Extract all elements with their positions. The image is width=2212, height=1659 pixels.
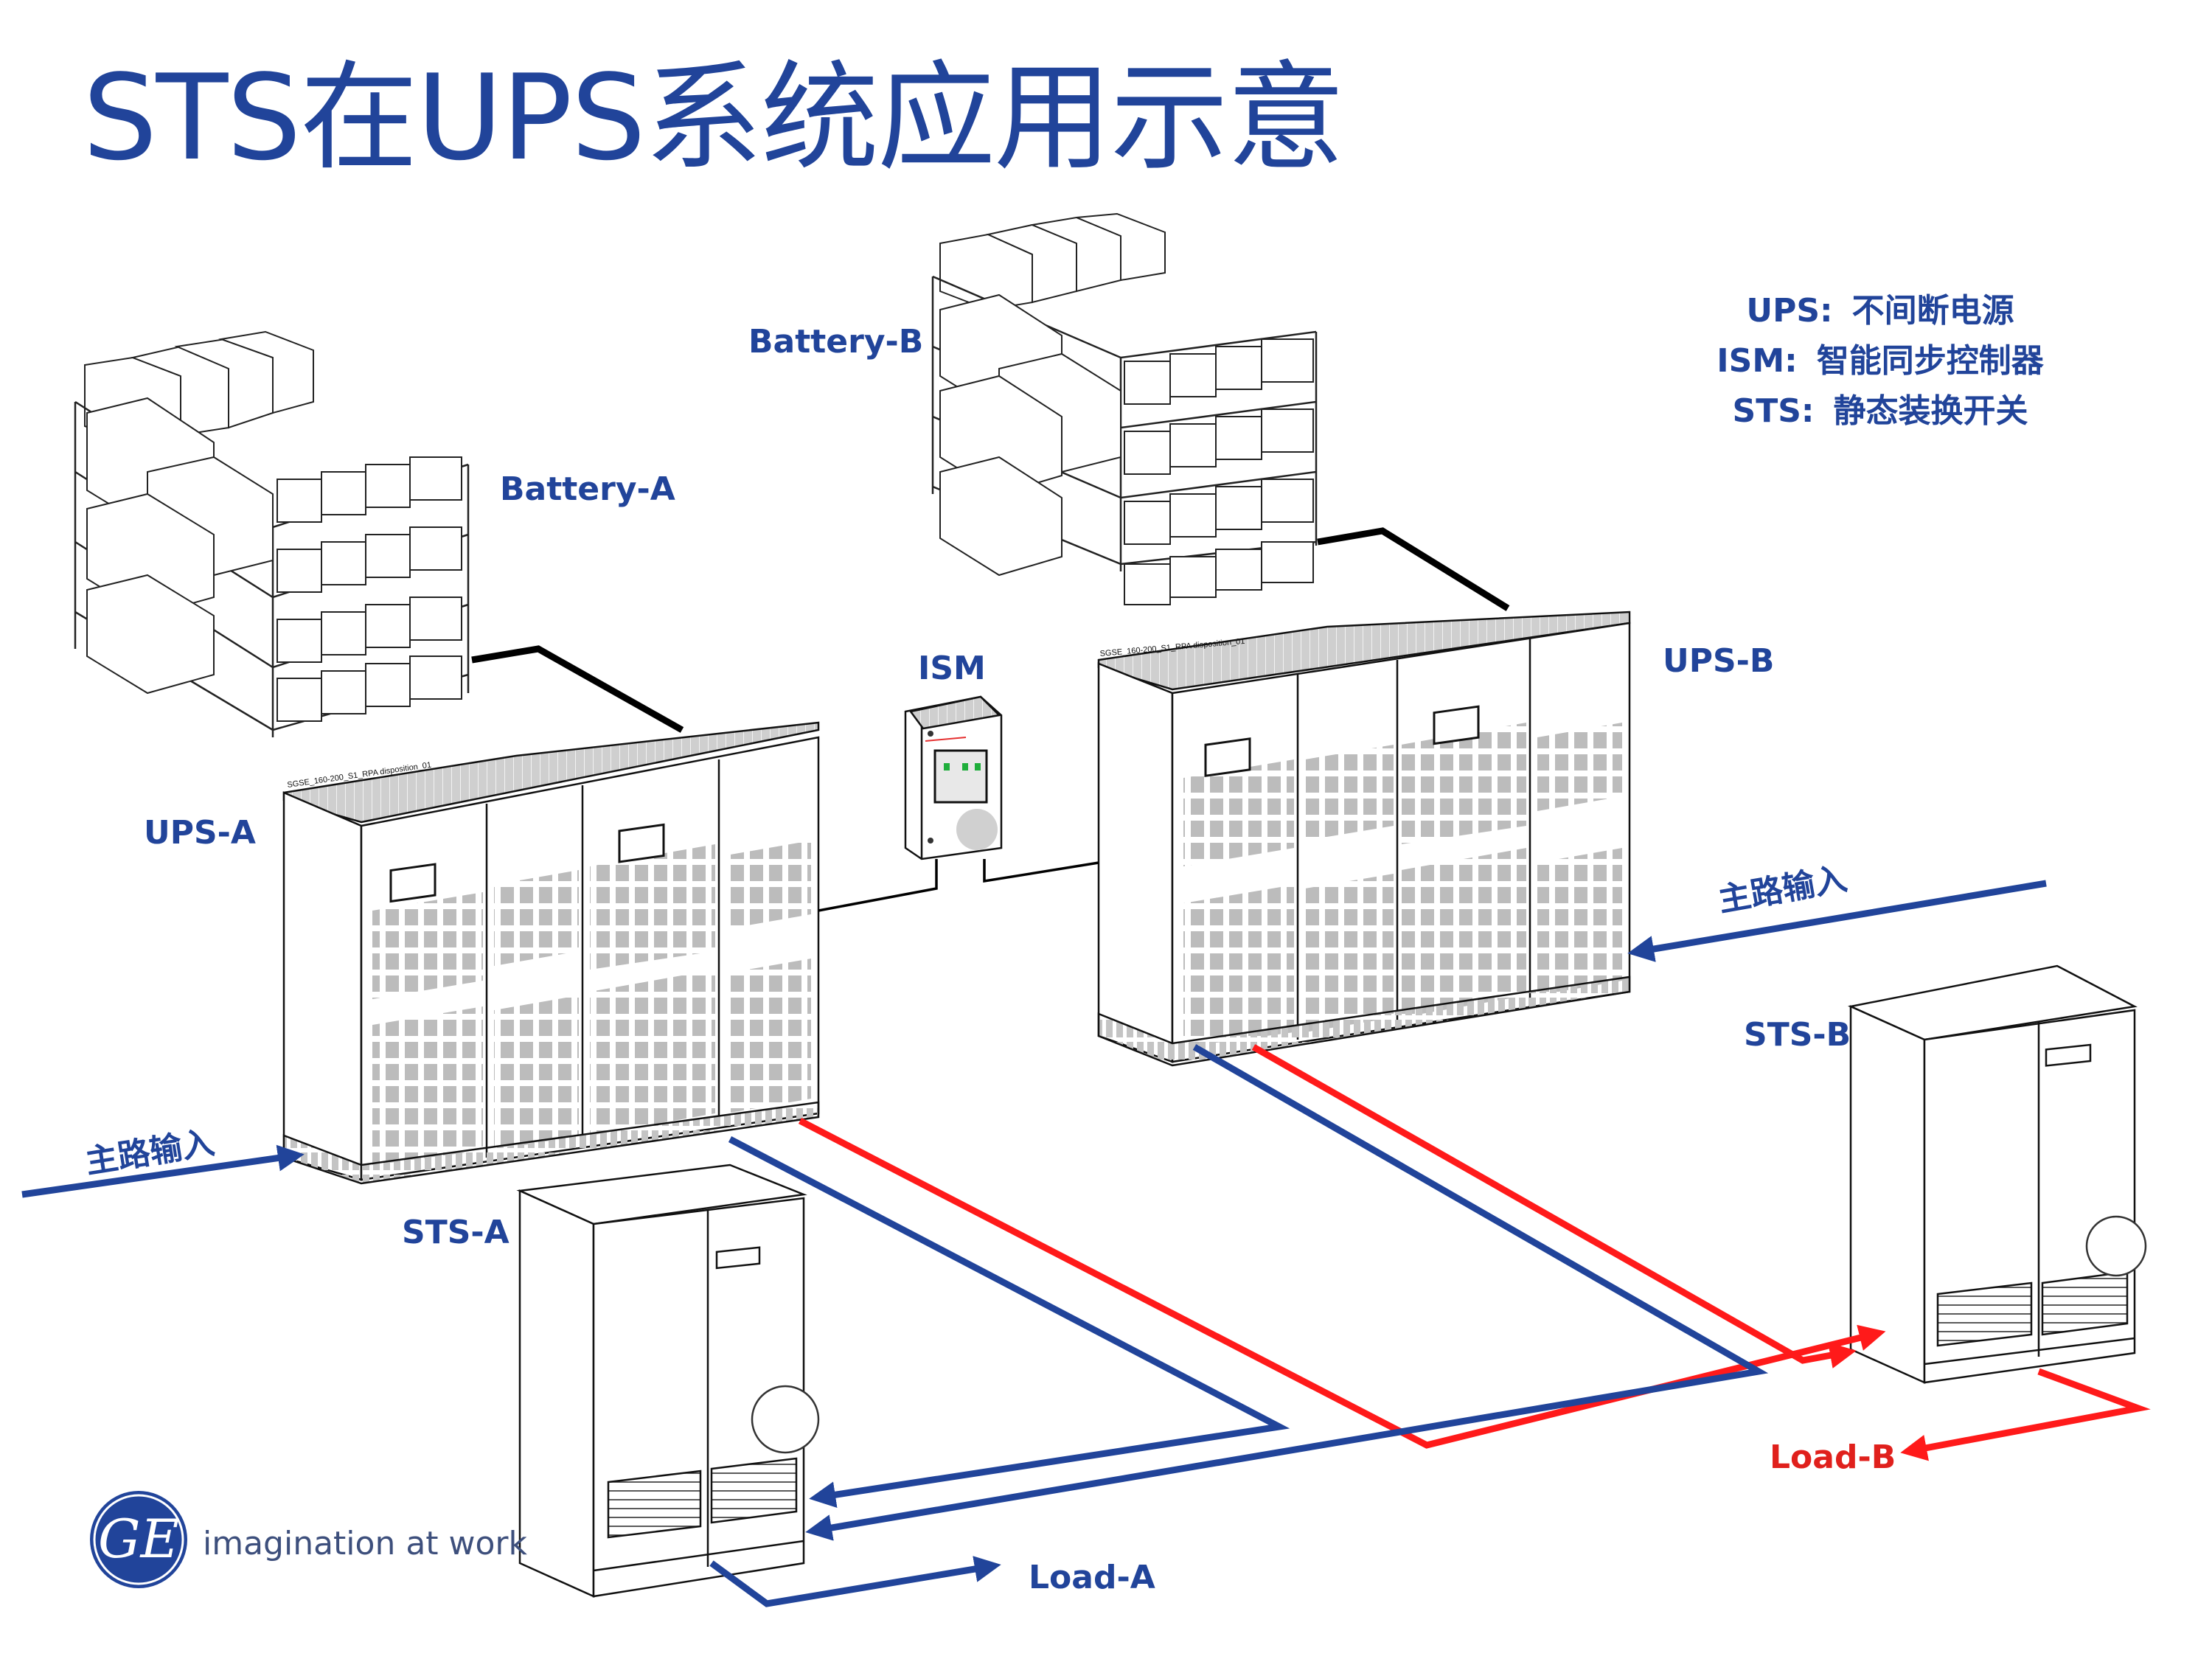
legend-meaning: 静态装换开关 — [1833, 392, 2028, 430]
mains-input-b-arrow — [1627, 880, 2047, 962]
battery-rack-a-front — [86, 397, 462, 722]
svg-text:GE: GE — [98, 1508, 179, 1570]
ism-label: ISM — [918, 650, 986, 687]
ups-b-label: UPS-B — [1663, 642, 1775, 680]
battery-a-cable — [471, 645, 684, 733]
ge-monogram-icon: GE — [90, 1491, 187, 1588]
sts-b-ge-emblem — [2085, 1215, 2147, 1277]
legend-meaning: 智能同步控制器 — [1816, 342, 2044, 380]
sts-b-to-load-b-path — [1900, 1368, 2151, 1461]
battery-rack-b-back — [939, 212, 1166, 311]
sts-a-cabinet — [516, 1164, 820, 1598]
abbreviation-legend: UPS: 不间断电源 ISM: 智能同步控制器 STS: 静态装换开关 — [1688, 284, 2072, 434]
battery-a-label: Battery-A — [500, 470, 675, 508]
legend-abbr: ISM: — [1717, 342, 1798, 380]
ism-cable-to-ups-b — [983, 859, 1099, 883]
battery-b-label: Battery-B — [748, 323, 924, 361]
ups-b-to-sts-b-path — [1251, 1044, 1857, 1368]
battery-b-cable — [1317, 527, 1510, 611]
legend-meaning: 不间断电源 — [1851, 292, 2014, 330]
legend-row-ism: ISM: 智能同步控制器 — [1688, 334, 2072, 384]
sts-b-label: STS-B — [1744, 1016, 1851, 1054]
sts-a-label: STS-A — [402, 1214, 509, 1251]
legend-row-sts: STS: 静态装换开关 — [1688, 384, 2072, 434]
sts-b-cabinet — [1847, 964, 2147, 1384]
sts-a-to-load-a-path — [709, 1556, 1001, 1607]
brand-tagline: imagination at work — [203, 1525, 527, 1562]
sts-a-ge-emblem — [751, 1385, 820, 1454]
battery-rack-b — [931, 212, 1318, 605]
ups-a-label: UPS-A — [144, 814, 256, 852]
ism-device — [904, 695, 1003, 860]
ups-b-cabinet: SGSE_160-200_S1_RPA disposition_01 — [1097, 611, 1631, 1067]
ups-a-to-sts-b-path — [798, 1118, 1886, 1449]
load-b-label: Load-B — [1770, 1439, 1896, 1476]
legend-row-ups: UPS: 不间断电源 — [1688, 284, 2072, 334]
ups-b-to-sts-a-path — [805, 1044, 1769, 1541]
legend-abbr: UPS: — [1746, 292, 1833, 330]
ism-ge-emblem — [956, 809, 998, 850]
ups-a-cabinet: SGSE_160-200_S1_RPA disposition_01 — [282, 721, 820, 1185]
legend-abbr: STS: — [1732, 392, 1815, 430]
battery-rack-b-front — [939, 293, 1314, 605]
ism-cable-to-ups-a — [818, 859, 938, 912]
battery-rack-a — [74, 330, 470, 737]
ups-a-to-sts-a-path — [728, 1136, 1290, 1509]
load-a-label: Load-A — [1029, 1559, 1155, 1596]
mains-input-a-arrow — [21, 1144, 305, 1198]
page-title: STS在UPS系统应用示意 — [83, 49, 1345, 187]
